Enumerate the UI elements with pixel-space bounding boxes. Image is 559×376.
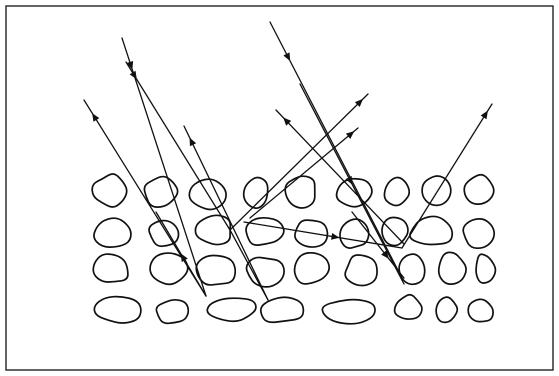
grain-1-8 [422,176,451,205]
grain-4-5 [322,300,375,324]
grain-3-3 [196,255,235,284]
grain-2-6 [340,219,369,248]
grain-2-9 [463,219,494,248]
grain-3-7 [399,254,425,284]
grain-3-6 [345,255,377,286]
grain-4-2 [156,300,188,324]
grain-3-1 [93,254,128,282]
